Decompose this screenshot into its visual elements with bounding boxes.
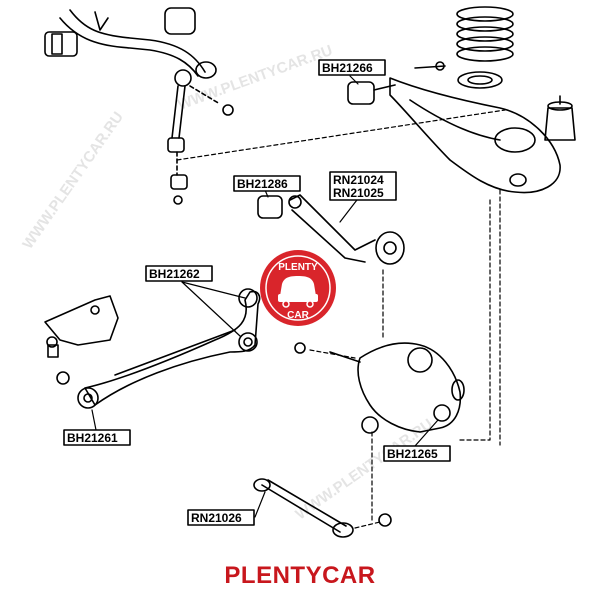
- label-bh21266: BH21266: [322, 61, 373, 75]
- coil-spring: [414, 6, 514, 89]
- label-box-rn21026: [187, 509, 255, 526]
- label-bh21262: BH21262: [149, 267, 200, 281]
- stabilizer-link: [167, 69, 234, 205]
- watermark-text-3: WWW.PLENTYCAR.RU: [176, 42, 335, 114]
- label-bh21286: BH21286: [237, 177, 288, 191]
- connection-lines: [176, 109, 506, 529]
- label-box-bh21286: [233, 175, 301, 192]
- label-bh21265: BH21265: [387, 447, 438, 461]
- upper-link-rod: [257, 194, 405, 265]
- label-rn21026: RN21026: [191, 511, 242, 525]
- label-box-bh21266: [318, 59, 386, 76]
- brand-footer: PLENTYCAR: [224, 562, 376, 589]
- knuckle: [294, 342, 465, 434]
- logo-top-text: PLENTY: [278, 262, 318, 273]
- label-rn21025: RN21025: [333, 186, 384, 200]
- label-box-bh21265: [383, 445, 451, 462]
- stabilizer-bar: [44, 7, 217, 79]
- upper-control-arm: [347, 77, 561, 194]
- label-box-rn21024: [329, 171, 397, 201]
- plentycar-logo: PLENTY CAR: [260, 250, 336, 326]
- watermark-text-1: WWW.PLENTYCAR.RU: [19, 109, 127, 253]
- logo-bottom-text: CAR: [287, 310, 309, 321]
- bump-stop: [544, 95, 576, 141]
- label-rn21024: RN21024: [333, 173, 384, 187]
- watermark: WWW.PLENTYCAR.RU WWW.PLENTYCAR.RU WWW.PL…: [19, 42, 436, 523]
- label-box-bh21262: [145, 265, 213, 282]
- label-box-bh21261: [63, 429, 131, 446]
- lower-link-rod: [253, 478, 392, 538]
- arm-bracket: [44, 295, 119, 385]
- label-bh21261: BH21261: [67, 431, 118, 445]
- lower-control-arm: [77, 288, 261, 409]
